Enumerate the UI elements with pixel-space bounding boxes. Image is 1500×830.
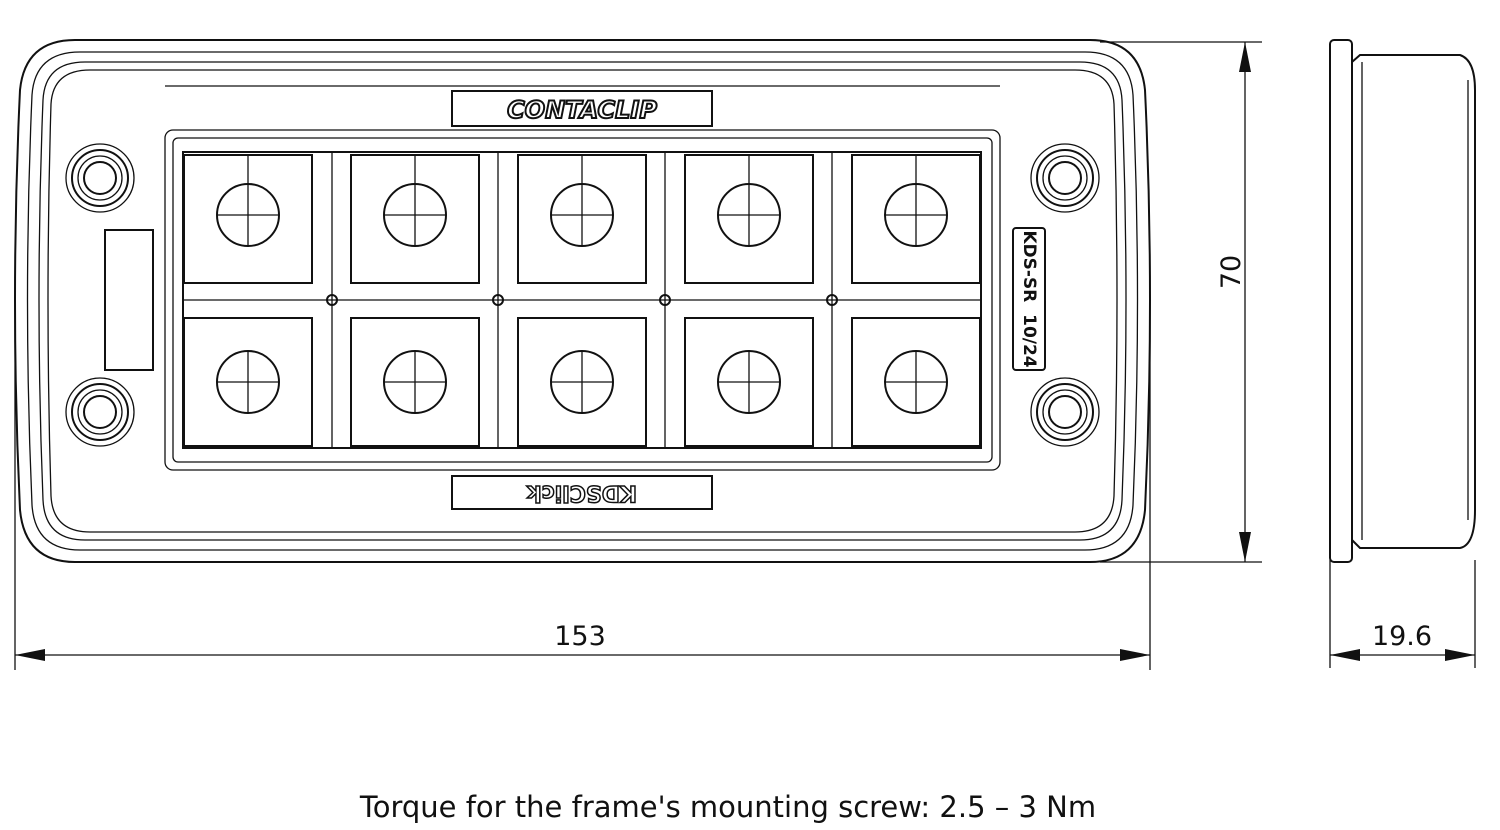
bottom-label: KDSClick: [526, 480, 637, 505]
model-label: KDS-SR 10/24: [1019, 230, 1039, 367]
mounting-screw-icon: [1030, 143, 1100, 213]
mounting-screw-icon: [65, 377, 135, 447]
cable-entry-cell: [183, 154, 313, 284]
cable-entry-cell: [517, 154, 647, 284]
mounting-screw-icon: [65, 143, 135, 213]
cable-entry-cell: [851, 317, 981, 447]
cable-entry-cell: [350, 317, 480, 447]
cable-entry-cell: [684, 317, 814, 447]
mounting-screws: [65, 143, 1100, 447]
brand-logo: CONTACLIP: [507, 96, 657, 124]
cable-entry-cell: [183, 317, 313, 447]
frame-side-view: [1329, 39, 1476, 563]
brand-plate: CONTACLIP: [165, 85, 1000, 127]
dimension-depth: 19.6: [1329, 560, 1476, 668]
torque-caption: Torque for the frame's mounting screw: 2…: [359, 790, 1097, 824]
dimension-width: 153: [14, 300, 1151, 670]
mounting-screw-icon: [1030, 377, 1100, 447]
width-value: 153: [554, 621, 606, 652]
cable-entry-cell: [684, 154, 814, 284]
cable-entry-grid: [183, 152, 981, 448]
dimension-height: 70: [1100, 41, 1262, 563]
cable-entry-cell: [517, 317, 647, 447]
cable-entry-cell: [350, 154, 480, 284]
model-plate: KDS-SR 10/24: [1012, 227, 1046, 371]
depth-value: 19.6: [1372, 621, 1432, 652]
bottom-plate: KDSClick: [451, 475, 713, 510]
cable-entry-cell: [851, 154, 981, 284]
height-value: 70: [1216, 255, 1247, 289]
side-slot: [104, 229, 154, 371]
frame-front-view: [14, 39, 1151, 563]
